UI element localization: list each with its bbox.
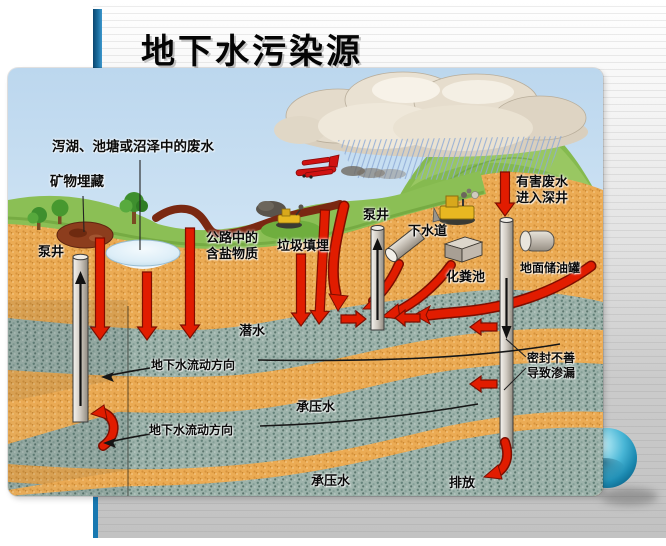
label-pump-well-mid: 泵井: [363, 207, 390, 222]
septic-tank-box: [443, 236, 484, 263]
label-flow-direction-1: 地下水流动方向: [151, 358, 236, 372]
tree-icon: [27, 192, 148, 230]
diagram-illustration: [8, 68, 603, 496]
label-discharge: 排放: [449, 475, 476, 490]
label-road-salt: 公路中的 含盐物质: [206, 230, 259, 261]
label-confined-water-2: 承压水: [311, 473, 351, 488]
oil-tank-cylinder: [519, 230, 555, 252]
footer-accent-line: [93, 497, 98, 538]
label-mineral-deposit: 矿物埋藏: [50, 174, 104, 189]
label-lagoon-wastewater: 泻湖、池塘或沼泽中的废水: [52, 139, 214, 154]
crop-duster-plane-icon: [295, 154, 406, 179]
label-septic-tank: 化粪池: [446, 269, 486, 284]
groundwater-diagram: 泻湖、池塘或沼泽中的废水 矿物埋藏 泵井 公路中的 含盐物质 垃圾填埋 泵井 下…: [8, 68, 603, 496]
sewer-pipe: [384, 226, 425, 263]
label-seal-leakage: 密封不善 导致渗漏: [527, 351, 576, 380]
bulldozer-icon: [276, 204, 304, 229]
label-oil-tank: 地面储油罐: [520, 261, 581, 275]
label-phreatic-water: 潜水: [239, 323, 266, 338]
bulldozer-icon: [432, 188, 475, 225]
title-accent-bar: [93, 9, 102, 68]
label-harmful-wastewater: 有害废水 进入深井: [516, 174, 569, 205]
pump-well-left-pipe: [72, 253, 89, 423]
label-pump-well-left: 泵井: [38, 244, 65, 259]
label-sewer: 下水道: [408, 223, 448, 238]
pump-well-mid-pipe: [370, 225, 385, 331]
deep-well-pipe: [499, 217, 514, 449]
label-landfill: 垃圾填埋: [277, 238, 330, 253]
globe-shadow: [600, 488, 658, 505]
label-flow-direction-2: 地下水流动方向: [149, 423, 234, 437]
label-confined-water-1: 承压水: [296, 399, 336, 414]
slide-bottom-margin: [0, 538, 666, 546]
page-title: 地下水污染源: [141, 32, 363, 72]
